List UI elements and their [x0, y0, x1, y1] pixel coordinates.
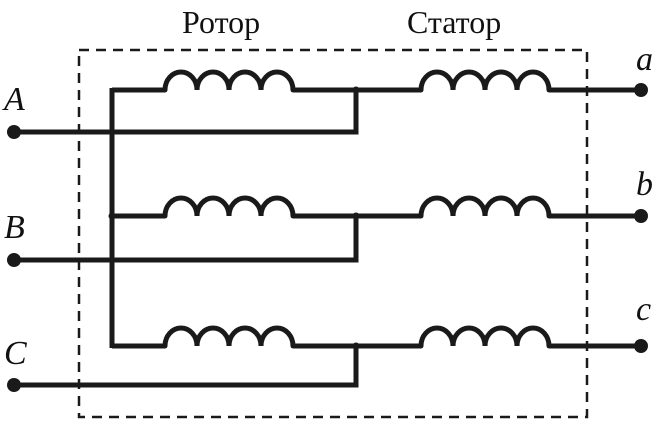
machine-boundary — [77, 48, 589, 419]
phase-b-input-wire — [14, 214, 359, 263]
phase-c — [7, 325, 648, 392]
output-label-a: a — [636, 41, 653, 78]
phase-a-input-wire — [14, 88, 359, 135]
stator-heading: Статор — [407, 4, 501, 40]
input-label-a: A — [2, 81, 25, 118]
input-label-b: B — [4, 209, 25, 246]
rotor-winding-c — [162, 325, 296, 349]
rotor-winding-a — [162, 69, 296, 93]
terminal-a-in[interactable] — [7, 125, 21, 139]
terminal-c-in[interactable] — [7, 378, 21, 392]
terminal-a-out[interactable] — [634, 83, 648, 97]
input-label-c: C — [4, 335, 27, 372]
terminal-b-in[interactable] — [7, 253, 21, 267]
phase-c-input-wire — [14, 344, 359, 388]
phase-b — [7, 195, 648, 267]
rotor-heading: Ротор — [182, 4, 260, 40]
stator-winding-c — [418, 325, 552, 349]
rotor-winding-b — [162, 195, 296, 219]
phase-a — [7, 69, 648, 139]
output-label-c: c — [636, 291, 651, 328]
stator-winding-b — [418, 195, 552, 219]
stator-winding-a — [418, 69, 552, 93]
terminal-b-out[interactable] — [634, 209, 648, 223]
terminal-c-out[interactable] — [634, 339, 648, 353]
output-label-b: b — [636, 166, 653, 203]
